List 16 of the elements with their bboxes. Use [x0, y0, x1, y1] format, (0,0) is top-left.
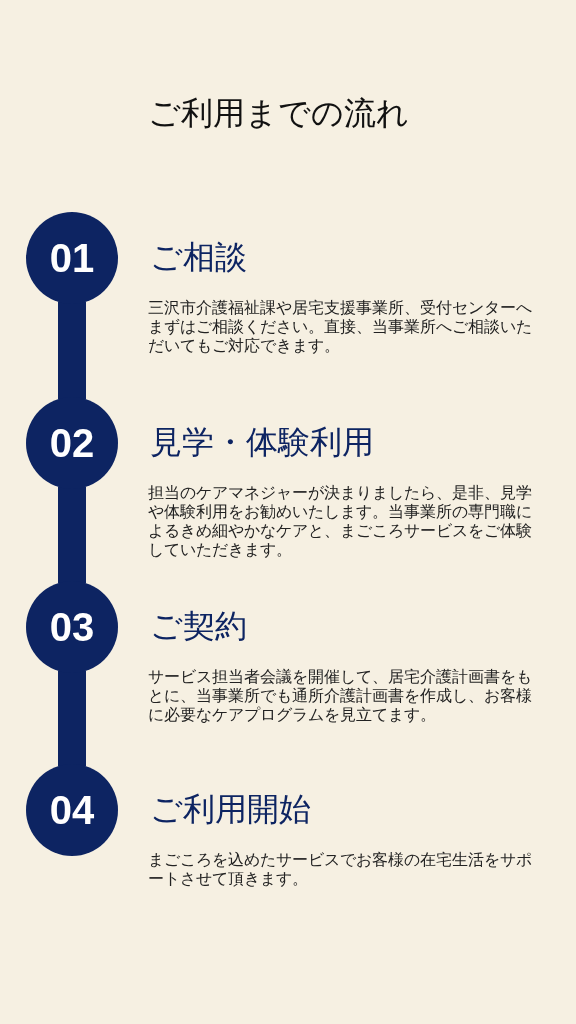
step-number-circle: 04 — [26, 764, 118, 856]
connector-bar — [58, 671, 86, 766]
step-heading: ご契約 — [150, 606, 247, 647]
connector-bar — [58, 302, 86, 399]
step-heading: ご利用開始 — [150, 789, 311, 830]
title: ご利用までの流れ — [148, 93, 409, 134]
step-number-circle: 01 — [26, 212, 118, 304]
step-number-circle: 03 — [26, 581, 118, 673]
step-heading: 見学・体験利用 — [150, 422, 374, 463]
step-number-circle: 02 — [26, 397, 118, 489]
step-heading: ご相談 — [150, 237, 247, 278]
step-description: サービス担当者会議を開催して、居宅介護計画書をもとに、当事業所でも通所介護計画書を作成し、お客様に必要なケアプログラムを見立てます。 — [148, 667, 533, 724]
connector-bar — [58, 487, 86, 583]
step-description: まごころを込めたサービスでお客様の在宅生活をサポートさせて頂きます。 — [148, 850, 533, 888]
step-description: 三沢市介護福祉課や居宅支援事業所、受付センターへまずはご相談ください。直接、当事業所へご相談いただいてもご対応できます。 — [148, 298, 533, 355]
step-description: 担当のケアマネジャーが決まりましたら、是非、見学や体験利用をお勧めいたします。当事業所の専門職によるきめ細やかなケアと、まごころサービスをご体験していただきます。 — [148, 483, 533, 559]
